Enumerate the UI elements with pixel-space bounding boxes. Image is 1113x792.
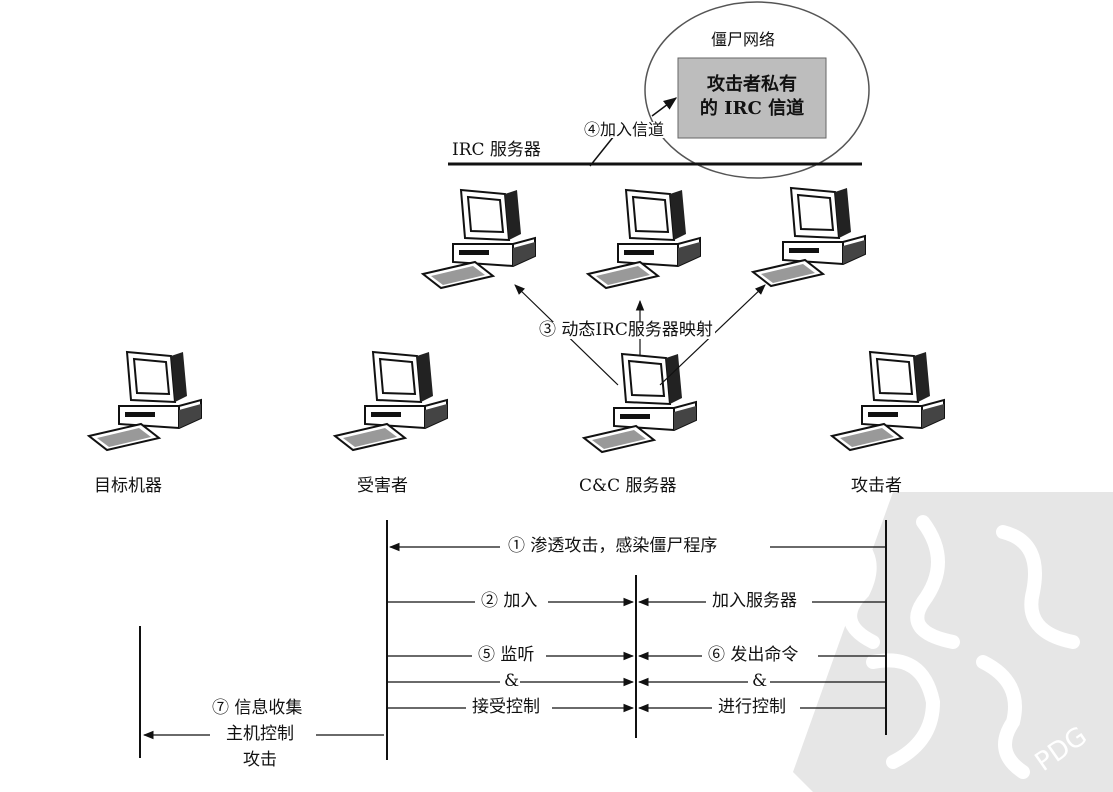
private-channel-line2: 的 IRC 信道 <box>699 98 805 120</box>
irc-server-computer-2 <box>587 189 701 289</box>
irc-server-computer-3 <box>752 187 866 287</box>
irc-server-label: IRC 服务器 <box>452 140 541 160</box>
join-channel-arrow <box>651 97 678 117</box>
attacker-computer <box>831 351 945 451</box>
step6-label: ⑥ 发出命令 <box>708 645 799 665</box>
amp-right: & <box>752 671 768 691</box>
accept-control-label: 接受控制 <box>472 697 540 717</box>
victim-computer <box>334 351 448 451</box>
step3-label: ③ 动态IRC服务器映射 <box>537 320 715 340</box>
step7-line1: ⑦ 信息收集 <box>212 698 303 718</box>
step2-label: ② 加入 <box>481 591 538 611</box>
join-server-label: 加入服务器 <box>712 591 797 611</box>
watermark-seal: PDG <box>793 492 1113 792</box>
step7-line3: 攻击 <box>243 750 277 770</box>
node-label-cc: C&C 服务器 <box>579 476 677 496</box>
private-channel-line1: 攻击者私有 <box>707 74 797 95</box>
private-channel-label: 攻击者私有 的 IRC 信道 <box>678 73 826 122</box>
step1-label: ① 渗透攻击，感染僵尸程序 <box>508 536 718 556</box>
target-computer <box>88 351 202 451</box>
step7-line2: 主机控制 <box>226 724 294 744</box>
irc-server-computer-1 <box>422 189 536 289</box>
step5-label: ⑤ 监听 <box>478 645 535 665</box>
amp-left: & <box>504 671 520 691</box>
perform-control-label: 进行控制 <box>718 697 786 717</box>
node-label-target: 目标机器 <box>94 476 162 496</box>
botnet-label: 僵尸网络 <box>711 30 776 49</box>
node-label-attacker: 攻击者 <box>851 476 902 496</box>
botnet-ellipse <box>644 1 870 179</box>
step4-label: ④加入信道 <box>584 120 665 139</box>
private-channel-box <box>677 57 827 139</box>
node-label-victim: 受害者 <box>357 476 408 496</box>
